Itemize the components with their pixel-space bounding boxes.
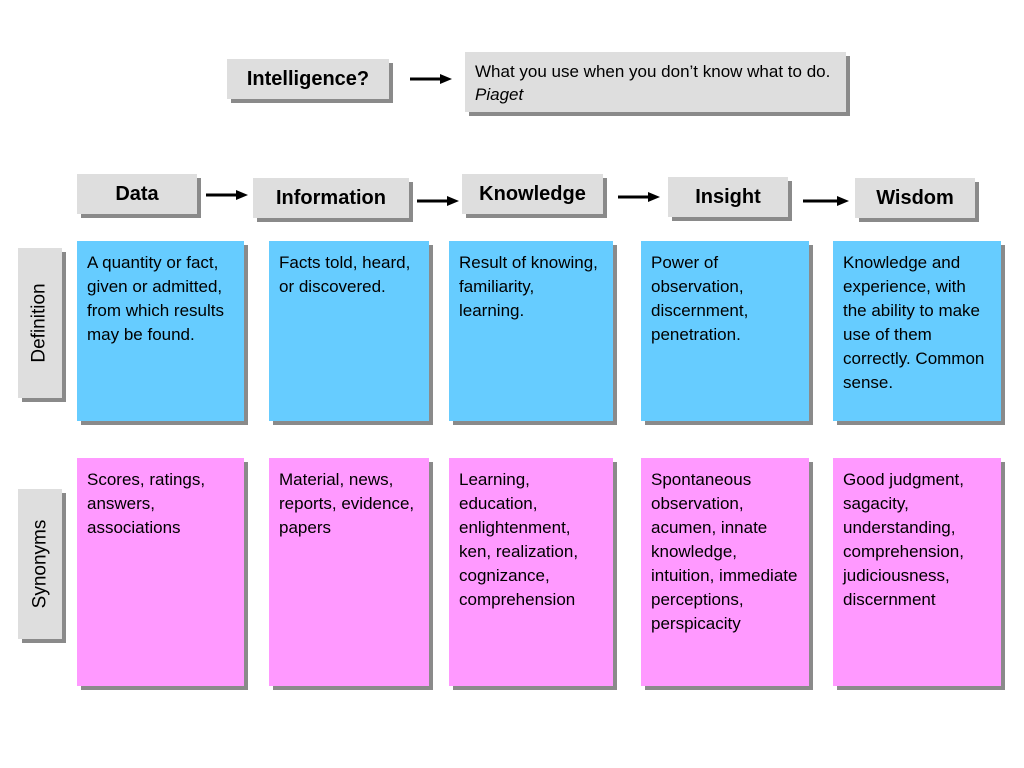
synonym-cell-information: Material, news, reports, evidence, paper…: [269, 458, 429, 686]
arrow-icon: [206, 190, 248, 200]
definition-cell-insight: Power of observation, discernment, penet…: [641, 241, 809, 421]
intelligence-question-label: Intelligence?: [246, 67, 370, 90]
arrow-icon: [618, 192, 660, 202]
synonym-cell-data: Scores, ratings, answers, associations: [77, 458, 244, 686]
synonym-cell-insight: Spontaneous observation, acumen, innate …: [641, 458, 809, 686]
stage-label: Data: [115, 182, 159, 205]
row-label-synonyms: Synonyms: [18, 489, 62, 639]
stage-header-data: Data: [77, 174, 197, 214]
stage-header-information: Information: [253, 178, 409, 218]
stage-label: Insight: [695, 185, 761, 208]
stage-label: Information: [276, 186, 386, 209]
synonym-cell-knowledge: Learning, education, enlightenment, ken,…: [449, 458, 613, 686]
arrow-icon: [410, 74, 452, 84]
stage-label: Knowledge: [479, 182, 586, 205]
intelligence-question-box: Intelligence?: [227, 59, 389, 99]
definition-cell-information: Facts told, heard, or discovered.: [269, 241, 429, 421]
row-label-definition: Definition: [18, 248, 62, 398]
stage-header-knowledge: Knowledge: [462, 174, 603, 214]
definition-cell-knowledge: Result of knowing, familiarity, learning…: [449, 241, 613, 421]
arrow-icon: [417, 196, 459, 206]
stage-label: Wisdom: [876, 186, 954, 209]
definition-cell-wisdom: Knowledge and experience, with the abili…: [833, 241, 1001, 421]
synonym-cell-wisdom: Good judgment, sagacity, understanding, …: [833, 458, 1001, 686]
intelligence-definition-text: What you use when you don’t know what to…: [475, 62, 831, 81]
definition-cell-data: A quantity or fact, given or admitted, f…: [77, 241, 244, 421]
arrow-icon: [803, 196, 849, 206]
row-label-text: Synonyms: [29, 519, 51, 609]
stage-header-wisdom: Wisdom: [855, 178, 975, 218]
intelligence-definition-source: Piaget: [475, 85, 524, 104]
intelligence-definition-box: What you use when you don’t know what to…: [465, 52, 846, 112]
row-label-text: Definition: [29, 283, 50, 363]
stage-header-insight: Insight: [668, 177, 788, 217]
